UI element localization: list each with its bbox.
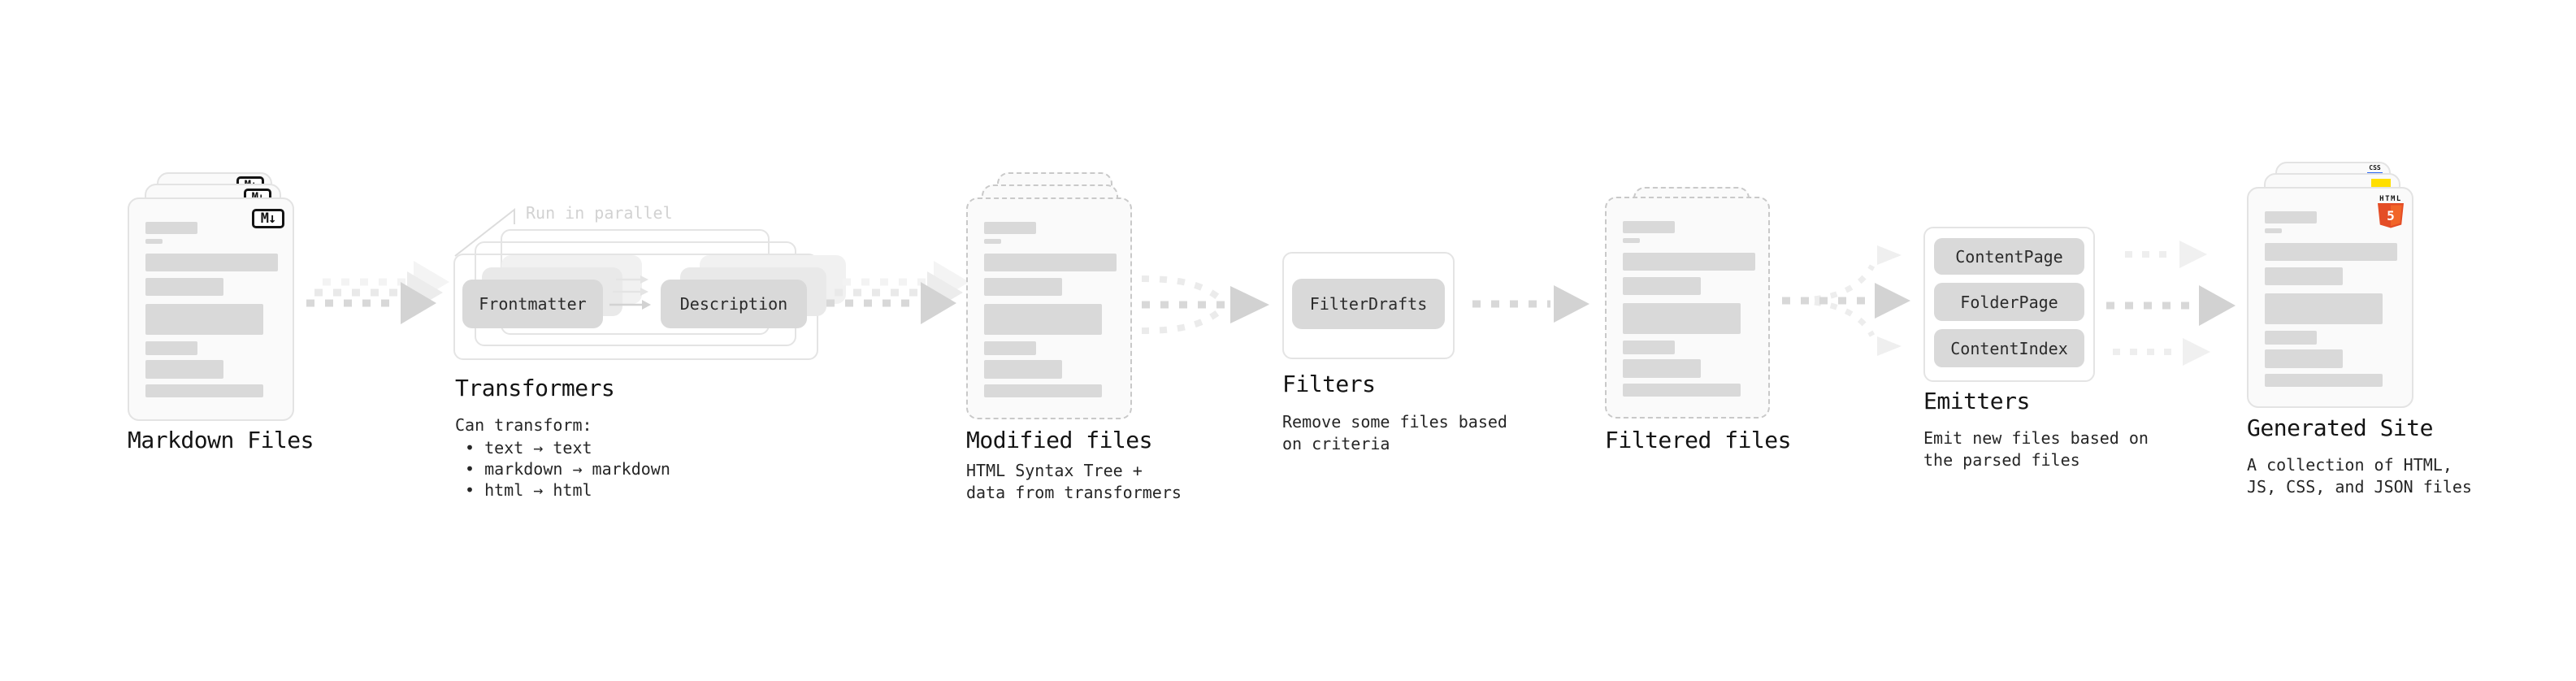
html-file-card: HTML 5 <box>2247 187 2413 408</box>
arrow-filtered-to-emitters-split <box>1782 245 1910 356</box>
markdown-file-card-front: M↓ <box>128 197 294 421</box>
modified-file-card-front <box>966 197 1132 419</box>
text-placeholder-bars <box>1623 221 1755 397</box>
generated-site-title: Generated Site <box>2247 414 2434 441</box>
generated-site-desc: A collection of HTML, JS, CSS, and JSON … <box>2247 454 2472 498</box>
filters-desc: Remove some files based on criteria <box>1282 411 1507 455</box>
contentindex-pill: ContentIndex <box>1934 329 2084 367</box>
arrow-emitters-to-generated <box>2106 241 2236 366</box>
modified-files-stack <box>966 172 1169 424</box>
markdown-files-title: Markdown Files <box>128 427 314 453</box>
run-in-parallel-note: Run in parallel <box>526 203 673 223</box>
desc-line: Emit new files based on <box>1923 428 2149 448</box>
desc-line: on criteria <box>1282 434 1390 453</box>
arrow-filters-to-filtered <box>1472 285 1589 323</box>
markdown-icon: M↓ <box>252 209 284 228</box>
transformers-title: Transformers <box>455 375 615 401</box>
desc-line: Remove some files based <box>1282 412 1507 432</box>
transformers-group: Run in parallel Frontmatter Description … <box>453 203 846 512</box>
filters-box <box>1282 252 1455 359</box>
html5-icon-label: HTML <box>2379 195 2402 203</box>
desc-line: data from transformers <box>966 483 1182 502</box>
javascript-icon <box>2371 179 2391 188</box>
css-icon-label: CSS <box>2369 164 2381 171</box>
description-pill: Description <box>661 280 807 328</box>
can-transform-heading: Can transform: <box>455 415 592 435</box>
desc-line: HTML Syntax Tree + <box>966 461 1143 480</box>
emitters-title: Emitters <box>1923 388 2030 414</box>
bullet-item: • html → html <box>465 480 592 500</box>
modified-files-title: Modified files <box>966 427 1153 453</box>
generated-site-stack: CSS HTML 5 <box>2247 162 2450 414</box>
modified-files-desc: HTML Syntax Tree + data from transformer… <box>966 460 1182 504</box>
desc-line: A collection of HTML, <box>2247 455 2452 475</box>
filtered-files-title: Filtered files <box>1605 427 1792 453</box>
contentpage-pill: ContentPage <box>1934 238 2084 275</box>
desc-line: the parsed files <box>1923 450 2080 470</box>
filtered-file-card-front <box>1605 197 1770 419</box>
html5-shield: 5 <box>2378 203 2404 228</box>
arrow-markdown-to-transformers <box>306 261 449 324</box>
frontmatter-pill: Frontmatter <box>462 280 603 328</box>
filters-title: Filters <box>1282 371 1376 397</box>
filtered-files-stack <box>1605 187 1808 427</box>
arrow-modified-to-filters-merge <box>1141 275 1269 334</box>
emitters-box <box>1923 227 2095 382</box>
text-placeholder-bars <box>2265 211 2397 387</box>
bullet-item: • markdown → markdown <box>465 459 670 479</box>
arrow-transformers-to-modified <box>826 261 969 324</box>
pill-connector-arrows <box>609 275 651 310</box>
filterdrafts-pill: FilterDrafts <box>1292 279 1445 329</box>
bullet-item: • text → text <box>465 438 592 458</box>
folderpage-pill: FolderPage <box>1934 283 2084 321</box>
svg-text:5: 5 <box>2387 208 2395 223</box>
transform-bullet-list: • text → text • markdown → markdown • ht… <box>465 437 670 501</box>
markdown-files-stack: M↓ M↓ M↓ <box>128 172 331 424</box>
text-placeholder-bars <box>145 222 278 397</box>
text-placeholder-bars <box>984 222 1117 397</box>
note-leader-line <box>454 207 515 257</box>
html5-icon: HTML 5 <box>2376 195 2405 228</box>
emitters-desc: Emit new files based on the parsed files <box>1923 427 2149 471</box>
desc-line: JS, CSS, and JSON files <box>2247 477 2472 497</box>
